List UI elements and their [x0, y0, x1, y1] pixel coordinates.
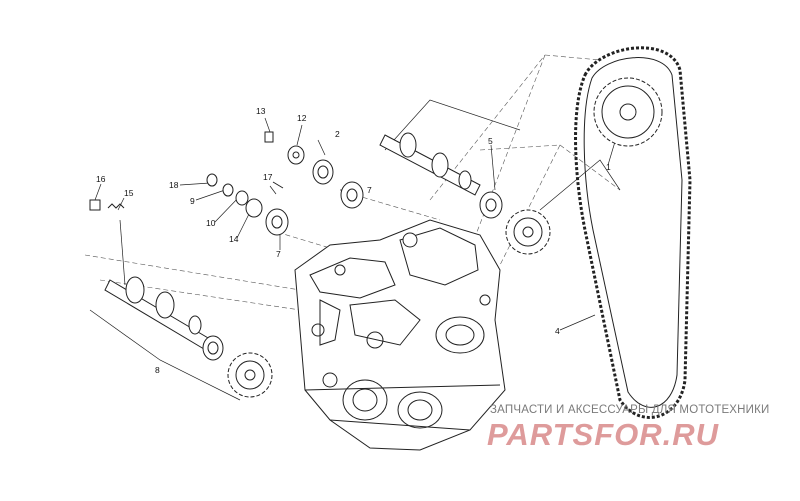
callout-2: 2 [335, 129, 340, 139]
bearings [202, 145, 503, 361]
watermark-tagline: ЗАПЧАСТИ И АКСЕССУАРЫ ДЛЯ МОТОТЕХНИКИ [490, 404, 770, 416]
small-parts [89, 131, 284, 218]
callout-labels: 1 2 4 5 7 7 8 9 10 12 13 14 15 16 17 18 [96, 106, 611, 375]
callout-13: 13 [256, 106, 266, 116]
callout-15: 15 [124, 188, 134, 198]
timing-chain [574, 46, 692, 419]
callout-17: 17 [263, 172, 273, 182]
callout-9: 9 [190, 196, 195, 206]
callout-18: 18 [169, 180, 179, 190]
callout-4: 4 [555, 326, 560, 336]
callout-10: 10 [206, 218, 216, 228]
callout-7a: 7 [367, 185, 372, 195]
callout-1: 1 [606, 162, 611, 172]
callout-16: 16 [96, 174, 106, 184]
callout-5: 5 [488, 136, 493, 146]
callout-12: 12 [297, 113, 307, 123]
callout-14: 14 [229, 234, 239, 244]
camshaft-upper [379, 132, 481, 196]
cylinder-head [294, 219, 506, 451]
camshaft-lower [104, 276, 221, 356]
sprockets [227, 77, 663, 398]
callout-8: 8 [155, 365, 160, 375]
callout-7b: 7 [276, 249, 281, 259]
watermark-logo: PARTSFOR.RU [487, 417, 720, 452]
